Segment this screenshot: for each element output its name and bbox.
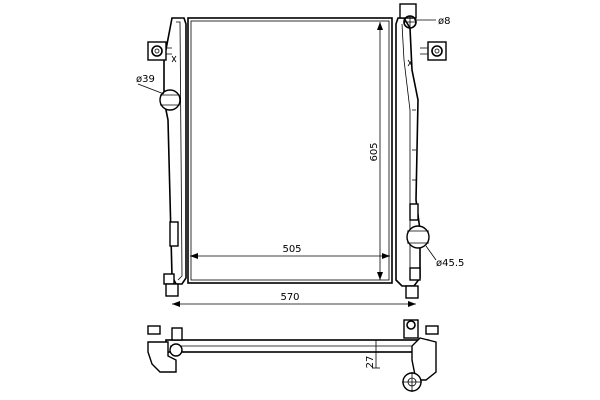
inlet-pipe (159, 89, 181, 111)
radiator-core (187, 17, 393, 284)
label-core-width: 505 (282, 244, 301, 255)
callout-inlet: ø39 (136, 74, 165, 95)
outlet-pipe (406, 203, 430, 281)
bottom-left-fitting (163, 221, 179, 297)
bottom-view: 27 (147, 319, 439, 392)
callout-outlet: ø45.5 (425, 245, 464, 269)
dimension-core-width: 505 (190, 244, 390, 259)
top-right-fitting (399, 3, 417, 29)
label-outlet-diameter: ø45.5 (436, 258, 464, 269)
label-inlet-diameter: ø39 (136, 74, 155, 85)
front-view (147, 3, 447, 299)
callout-top-small: ø8 (414, 16, 450, 27)
dimension-overall-width: 570 (172, 292, 416, 307)
bottom-right-fitting (405, 285, 419, 299)
label-top-small-diameter: ø8 (438, 16, 450, 27)
label-depth: 27 (365, 356, 376, 369)
right-bracket (407, 41, 447, 67)
dimension-core-height: 605 (369, 22, 383, 280)
label-core-height: 605 (369, 142, 380, 161)
radiator-core-inner (190, 20, 390, 281)
left-bracket (147, 41, 177, 63)
label-overall-width: 570 (280, 292, 299, 303)
